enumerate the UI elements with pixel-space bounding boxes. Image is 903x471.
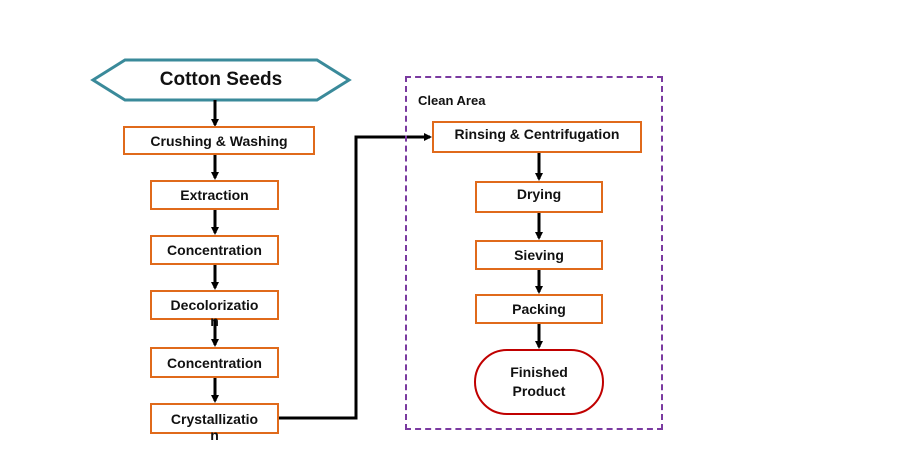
step-rinsing-centrifugation: Rinsing & Centrifugation	[432, 121, 642, 153]
step-crystallization: Crystallizatio n	[150, 403, 279, 443]
step-drying: Drying	[475, 181, 603, 213]
step-label: Drying	[516, 186, 562, 202]
step-concentration-1: Concentration	[150, 235, 279, 265]
step-label: Concentration	[167, 354, 262, 371]
step-crushing-washing: Crushing & Washing	[123, 126, 315, 155]
step-label: Sieving	[514, 247, 564, 263]
step-label: Crushing & Washing	[150, 132, 288, 149]
step-label: Crystallizatio n	[170, 411, 259, 443]
step-label: Packing	[512, 301, 566, 317]
step-concentration-2: Concentration	[150, 347, 279, 378]
step-label: Extraction	[180, 187, 249, 203]
step-extraction: Extraction	[150, 180, 279, 210]
step-decolorization: Decolorizatio n	[150, 290, 279, 329]
end-node-finished-product: Finished Product	[474, 349, 604, 415]
arrow-crystallization-to-rinsing	[279, 133, 432, 420]
step-label: Rinsing & Centrifugation	[454, 126, 620, 142]
clean-area-zone	[405, 76, 663, 430]
clean-area-label: Clean Area	[418, 93, 486, 108]
step-sieving: Sieving	[475, 240, 603, 270]
end-label: Finished Product	[510, 364, 568, 399]
step-packing: Packing	[475, 294, 603, 324]
start-hexagon-shape	[90, 58, 352, 102]
start-node-cotton-seeds: Cotton Seeds	[159, 69, 283, 90]
step-label: Decolorizatio n	[170, 297, 259, 329]
step-label: Concentration	[167, 242, 262, 258]
